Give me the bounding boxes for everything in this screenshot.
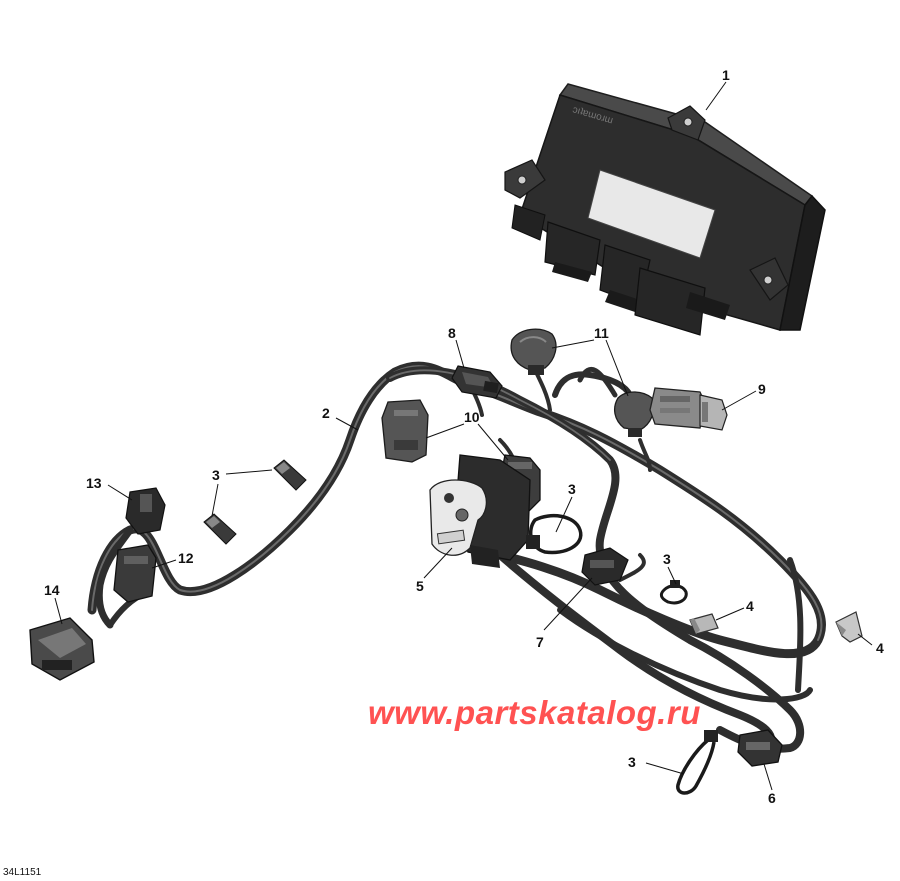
part-4-clip-right[interactable] [835,611,863,643]
callout-3-cable-tie-bottom: 3 [628,754,636,770]
callout-7: 7 [536,634,544,650]
part-3-cable-tie-loop[interactable] [526,513,583,555]
part-12-connector[interactable] [113,544,157,603]
callout-3-cable-tie-loop: 3 [568,481,576,497]
part-10-connector-left[interactable] [381,399,429,463]
part-14-connector[interactable] [29,617,95,681]
callout-14: 14 [44,582,60,598]
part-6-connector[interactable] [737,729,783,767]
watermark-text: www.partskatalog.ru [368,694,701,731]
callout-11: 11 [594,325,609,341]
callout-2: 2 [322,405,330,421]
part-11-connector-upper[interactable] [510,328,557,375]
part-4-clip-center[interactable] [689,613,719,635]
callout-5: 5 [416,578,424,594]
callout-10: 10 [464,409,480,425]
part-11-connector-lower[interactable] [613,391,655,437]
part-7-connector[interactable] [581,547,629,586]
callout-4-center: 4 [746,598,754,614]
part-3-fastener-lower[interactable] [203,513,237,545]
part-1-ecm-module[interactable]: ɔıʇɐɯoɹɯ [504,83,826,336]
part-3-cable-tie-bottom[interactable] [676,730,718,795]
callout-4-right: 4 [876,640,884,656]
part-9-connector[interactable] [649,387,728,431]
part-3-clip[interactable] [659,580,688,605]
part-8-connector[interactable] [451,365,503,399]
part-5-sensor[interactable] [429,454,531,568]
callout-3-clip: 3 [663,551,671,567]
diagram-reference-code: 34L1151 [3,867,42,878]
callout-labels: 1 2 8 11 9 10 3 3 13 12 14 5 7 3 4 4 3 6 [44,67,884,806]
callout-3-fasteners: 3 [212,467,220,483]
callout-6: 6 [768,790,776,806]
part-3-fastener-upper[interactable] [273,459,307,491]
leader-lines [54,81,873,791]
callout-12: 12 [178,550,194,566]
callout-8: 8 [448,325,456,341]
callout-1: 1 [722,67,730,83]
callout-13: 13 [86,475,102,491]
callout-9: 9 [758,381,766,397]
part-13-connector[interactable] [125,487,166,535]
